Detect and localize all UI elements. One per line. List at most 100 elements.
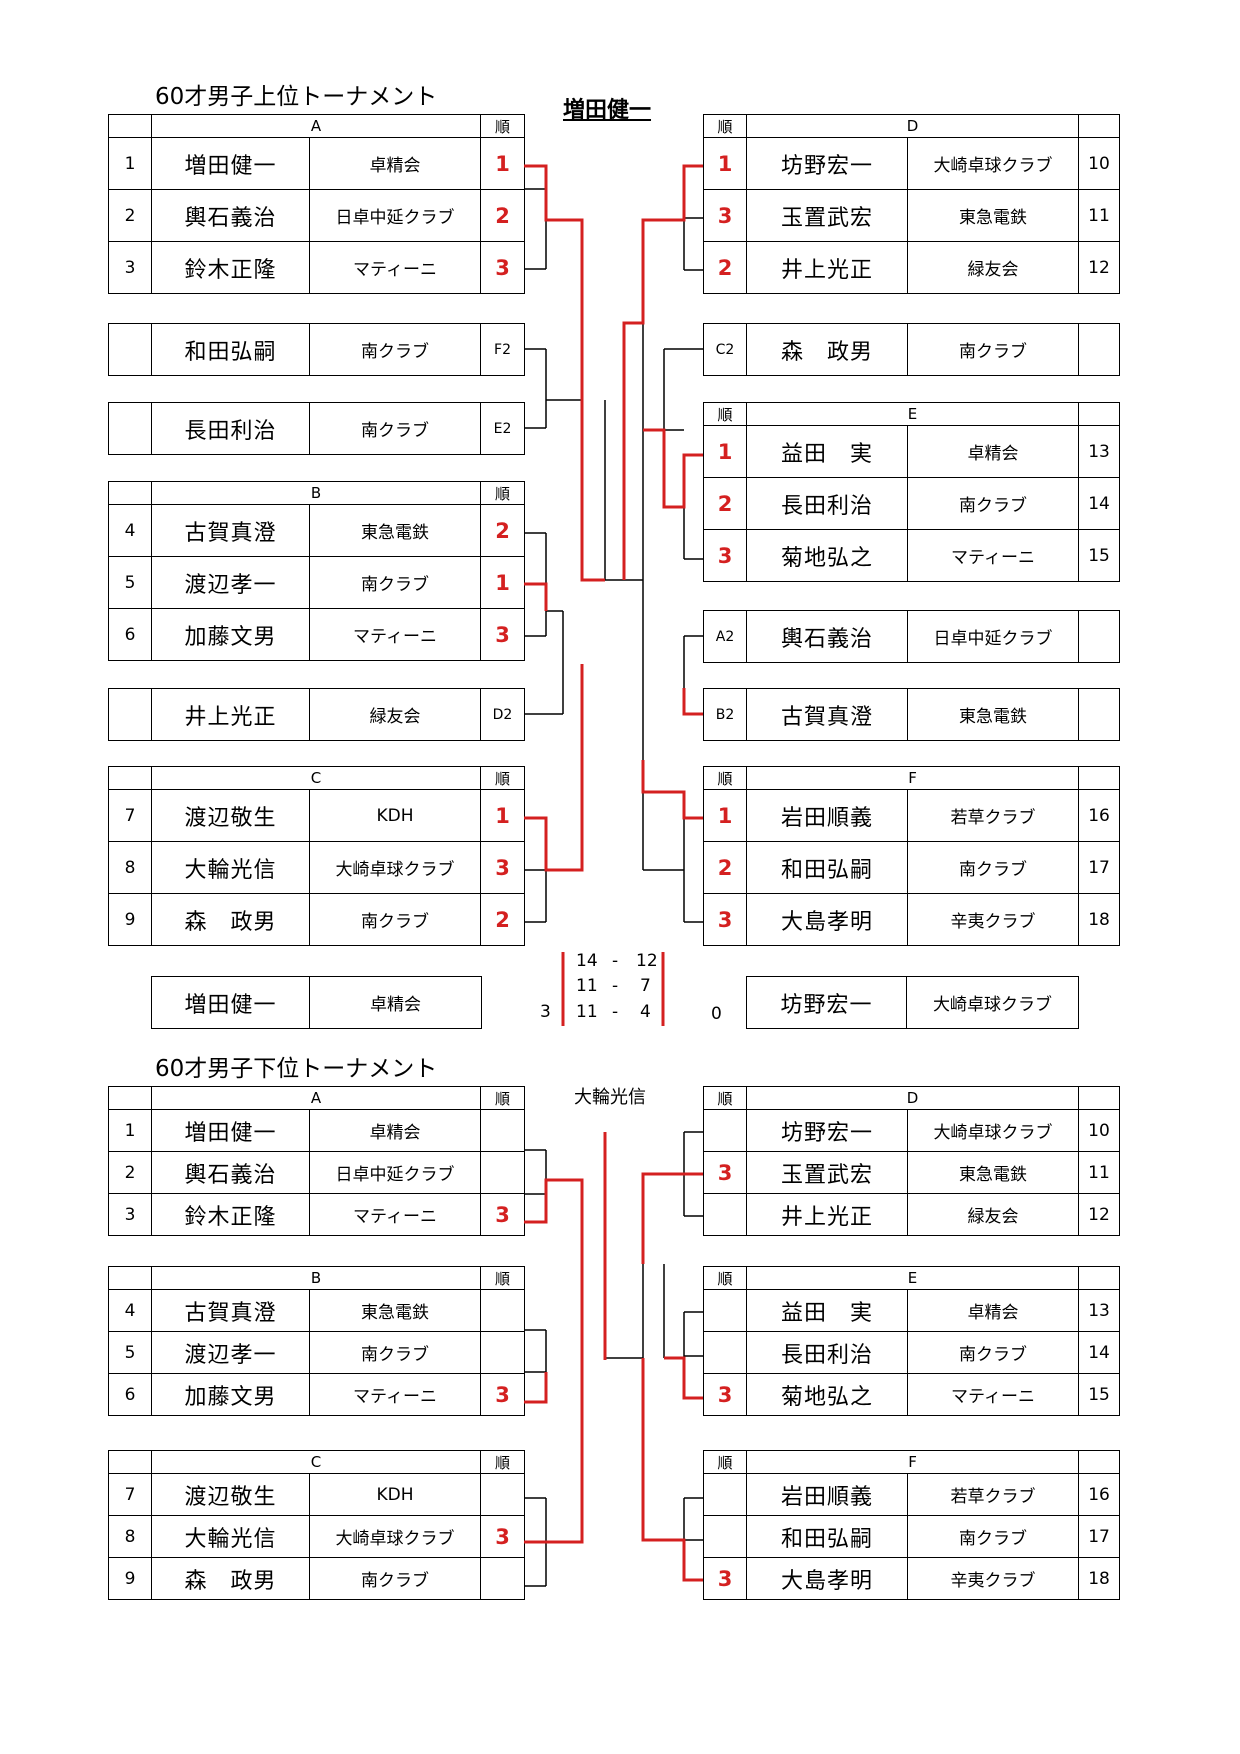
player-name: 輿石義治 [151, 1151, 310, 1194]
bracket-line [643, 818, 703, 923]
player-rank: 1 [480, 137, 526, 190]
bracket-line [524, 532, 563, 637]
group-label: C [150, 766, 482, 790]
player-number: 14 [1078, 1331, 1121, 1374]
player-number: 6 [108, 1373, 152, 1416]
group-label: B [150, 1266, 482, 1290]
player-rank [480, 1109, 526, 1152]
group-label: E [745, 402, 1080, 426]
player-name: 古賀真澄 [746, 688, 908, 741]
player-number: 17 [1078, 1515, 1121, 1558]
rank-header: 順 [480, 114, 526, 138]
group-label: B [150, 481, 482, 505]
player-name: 坊野宏一 [746, 976, 907, 1029]
player-rank: 2 [480, 504, 526, 557]
player-name: 菊地弘之 [746, 529, 908, 582]
player-rank: 1 [703, 137, 747, 190]
player-club: 南クラブ [308, 1331, 482, 1374]
player-club: マティーニ [308, 1193, 482, 1236]
player-rank: 3 [480, 1193, 526, 1236]
player-rank: 3 [703, 189, 747, 242]
player-rank: 3 [703, 1557, 747, 1600]
player-name: 和田弘嗣 [746, 1515, 908, 1558]
player-name: 森 政男 [151, 893, 310, 946]
player-name: 輿石義治 [151, 189, 310, 242]
player-club: 南クラブ [906, 1331, 1080, 1374]
winner-path [524, 1372, 548, 1404]
player-club: マティーニ [308, 241, 482, 294]
player-club: 卓精会 [308, 1109, 482, 1152]
winner-path [524, 582, 548, 611]
winner-path [664, 1356, 703, 1400]
seed-code: A2 [703, 610, 747, 663]
final-left-player: 増田健一卓精会 [151, 976, 482, 1029]
player-rank: 2 [703, 841, 747, 894]
rank-header: 順 [703, 1450, 747, 1474]
rank-header: 順 [480, 1086, 526, 1110]
set-score-a: 11 [576, 976, 598, 996]
player-club: 日卓中延クラブ [308, 1151, 482, 1194]
player-name: 大輪光信 [151, 841, 310, 894]
player-club: 大崎卓球クラブ [308, 841, 482, 894]
winner-path [622, 164, 703, 580]
lower-title: 60才男子下位トーナメント [155, 1056, 438, 1082]
set-score-a: 11 [576, 1002, 598, 1022]
player-number: 2 [108, 1151, 152, 1194]
player-club: 大崎卓球クラブ [308, 1515, 482, 1558]
bracket-black-lines [524, 166, 703, 1587]
player-club: 東急電鉄 [907, 189, 1079, 242]
player-rank [480, 1289, 526, 1332]
group-label: D [746, 114, 1079, 138]
player-club: マティーニ [906, 529, 1080, 582]
set-score-b: 4 [640, 1002, 651, 1022]
player-number: 6 [108, 608, 152, 661]
left-sets-won: 3 [540, 1002, 551, 1022]
player-number: 14 [1078, 477, 1121, 530]
bracket-line [524, 220, 583, 429]
player-number: 13 [1078, 1289, 1121, 1332]
winner-path [641, 760, 703, 820]
player-rank: 3 [480, 1373, 526, 1416]
rank-header: 順 [703, 1266, 747, 1290]
player-name: 渡辺敬生 [151, 1473, 310, 1516]
player-name: 古賀真澄 [151, 1289, 310, 1332]
player-club: 南クラブ [308, 556, 482, 609]
player-rank: 1 [703, 425, 747, 478]
player-club: 大崎卓球クラブ [907, 1109, 1079, 1152]
player-number: 1 [108, 137, 152, 190]
player-rank: 3 [480, 841, 526, 894]
player-number: 18 [1078, 1557, 1121, 1600]
player-club: 東急電鉄 [907, 688, 1079, 741]
player-club: 南クラブ [907, 323, 1079, 376]
set-score-sep: - [612, 1002, 619, 1022]
set-score-b: 12 [636, 951, 658, 971]
seed-code: D2 [480, 688, 525, 741]
player-name: 岩田順義 [746, 789, 908, 842]
player-club: 南クラブ [906, 841, 1080, 894]
player-number: 18 [1078, 893, 1121, 946]
seed-code: E2 [480, 402, 525, 455]
player-rank: 1 [703, 789, 747, 842]
set-score-sep: - [612, 951, 619, 971]
player-number: 2 [108, 189, 152, 242]
final-right-player: 坊野宏一大崎卓球クラブ [746, 976, 1079, 1029]
player-name: 井上光正 [746, 1193, 908, 1236]
player-number: 11 [1078, 189, 1120, 242]
player-club: 卓精会 [906, 1289, 1080, 1332]
winner-path [524, 164, 605, 582]
player-number: 16 [1078, 789, 1121, 842]
upper-champion: 増田健一 [563, 98, 652, 123]
player-club: 大崎卓球クラブ [906, 976, 1079, 1029]
player-name: 増田健一 [151, 1109, 310, 1152]
player-number: 13 [1078, 425, 1121, 478]
player-rank: 3 [480, 608, 526, 661]
bracket-line [663, 348, 703, 431]
